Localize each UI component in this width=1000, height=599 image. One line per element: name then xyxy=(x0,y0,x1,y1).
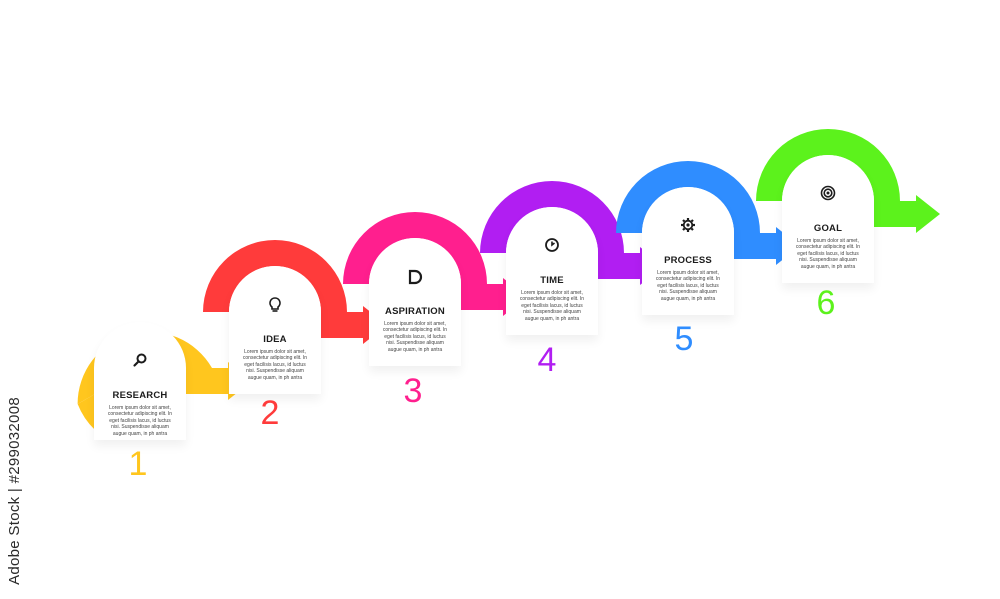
clock-icon xyxy=(506,237,598,257)
description-line: consectetur adipiscing elit. In xyxy=(795,244,861,251)
step-number-5: 5 xyxy=(674,320,694,358)
description-line: consectetur adipiscing elit. In xyxy=(242,355,308,362)
description-line: augue quam, in ph antra xyxy=(387,346,443,353)
description-line: nisi. Suspendisse aliquam xyxy=(246,368,304,375)
step-description: Lorem ipsum dolor sit amet,consectetur a… xyxy=(237,349,313,381)
step-description: Lorem ipsum dolor sit amet,consectetur a… xyxy=(514,290,590,322)
description-line: eget facilisis lacus, id luctus xyxy=(109,417,171,424)
target-icon xyxy=(782,185,874,205)
step-title: IDEA xyxy=(263,334,287,345)
description-line: augue quam, in ph antra xyxy=(800,263,856,270)
stock-credit: Adobe Stock | #299032008 xyxy=(6,397,23,585)
description-line: Lorem ipsum dolor sit amet, xyxy=(657,270,719,276)
step-number-2: 2 xyxy=(260,394,280,432)
step-card-1: RESEARCH Lorem ipsum dolor sit amet,conse… xyxy=(94,322,186,440)
step-card-4: TIME Lorem ipsum dolor sit amet,consectet… xyxy=(506,207,598,335)
arc-arrow-step-2 xyxy=(203,240,387,344)
magnifier-icon xyxy=(94,352,186,372)
step-description: Lorem ipsum dolor sit amet,consectetur a… xyxy=(102,405,178,437)
description-line: nisi. Suspendisse aliquam xyxy=(523,309,581,316)
lightbulb-icon-glyph xyxy=(269,297,281,312)
target-icon-glyph xyxy=(820,185,836,201)
description-line: Lorem ipsum dolor sit amet, xyxy=(244,349,306,355)
description-line: augue quam, in ph antra xyxy=(112,430,168,437)
step-card-2: IDEA Lorem ipsum dolor sit amet,consectet… xyxy=(229,266,321,394)
description-line: Lorem ipsum dolor sit amet, xyxy=(797,238,859,244)
description-line: consectetur adipiscing elit. In xyxy=(107,411,173,418)
description-line: nisi. Suspendisse aliquam xyxy=(659,289,717,296)
step-description: Lorem ipsum dolor sit amet,consectetur a… xyxy=(650,270,726,302)
step-title: GOAL xyxy=(813,223,843,234)
description-line: nisi. Suspendisse aliquam xyxy=(386,340,444,347)
description-line: nisi. Suspendisse aliquam xyxy=(111,424,169,431)
step-card-6: GOAL Lorem ipsum dolor sit amet,consectet… xyxy=(782,155,874,283)
gear-icon xyxy=(642,217,734,237)
magnifier-icon-glyph xyxy=(133,353,147,367)
arc-arrow-step-3 xyxy=(343,212,527,316)
description-line: Lorem ipsum dolor sit amet, xyxy=(384,321,446,327)
step-card-5: PROCESS Lorem ipsum dolor sit amet,consec… xyxy=(642,187,734,315)
clock-icon-glyph xyxy=(545,238,559,252)
step-title: PROCESS xyxy=(664,255,712,266)
step-title: ASPIRATION xyxy=(385,306,445,317)
description-line: augue quam, in ph antra xyxy=(660,295,716,302)
step-description: Lorem ipsum dolor sit amet,consectetur a… xyxy=(377,321,453,353)
description-line: augue quam, in ph antra xyxy=(524,315,580,322)
description-line: consectetur adipiscing elit. In xyxy=(382,327,448,334)
arc-arrow-step-6 xyxy=(756,129,940,233)
description-line: nisi. Suspendisse aliquam xyxy=(799,257,857,264)
description-line: consectetur adipiscing elit. In xyxy=(519,296,585,303)
aspiration-icon xyxy=(369,268,461,290)
step-number-4: 4 xyxy=(537,341,557,379)
arc-arrow-step-4 xyxy=(480,181,664,285)
description-line: eget facilisis lacus, id luctus xyxy=(797,250,859,257)
step-title: RESEARCH xyxy=(112,390,168,401)
description-line: consectetur adipiscing elit. In xyxy=(655,276,721,283)
description-line: eget facilisis lacus, id luctus xyxy=(657,282,719,289)
description-line: Lorem ipsum dolor sit amet, xyxy=(521,290,583,296)
step-number-3: 3 xyxy=(403,372,423,410)
gear-icon-glyph xyxy=(681,218,695,232)
step-number-6: 6 xyxy=(816,284,836,322)
description-line: eget facilisis lacus, id luctus xyxy=(521,302,583,309)
arc-arrow-step-5 xyxy=(616,161,800,265)
description-line: augue quam, in ph antra xyxy=(247,374,303,381)
aspiration-icon-glyph xyxy=(408,269,423,285)
step-number-1: 1 xyxy=(128,445,148,483)
description-line: Lorem ipsum dolor sit amet, xyxy=(109,405,171,411)
step-title: TIME xyxy=(540,275,564,286)
step-card-3: ASPIRATION Lorem ipsum dolor sit amet,con… xyxy=(369,238,461,366)
step-description: Lorem ipsum dolor sit amet,consectetur a… xyxy=(790,238,866,270)
description-line: eget facilisis lacus, id luctus xyxy=(244,361,306,368)
lightbulb-icon xyxy=(229,296,321,318)
description-line: eget facilisis lacus, id luctus xyxy=(384,333,446,340)
